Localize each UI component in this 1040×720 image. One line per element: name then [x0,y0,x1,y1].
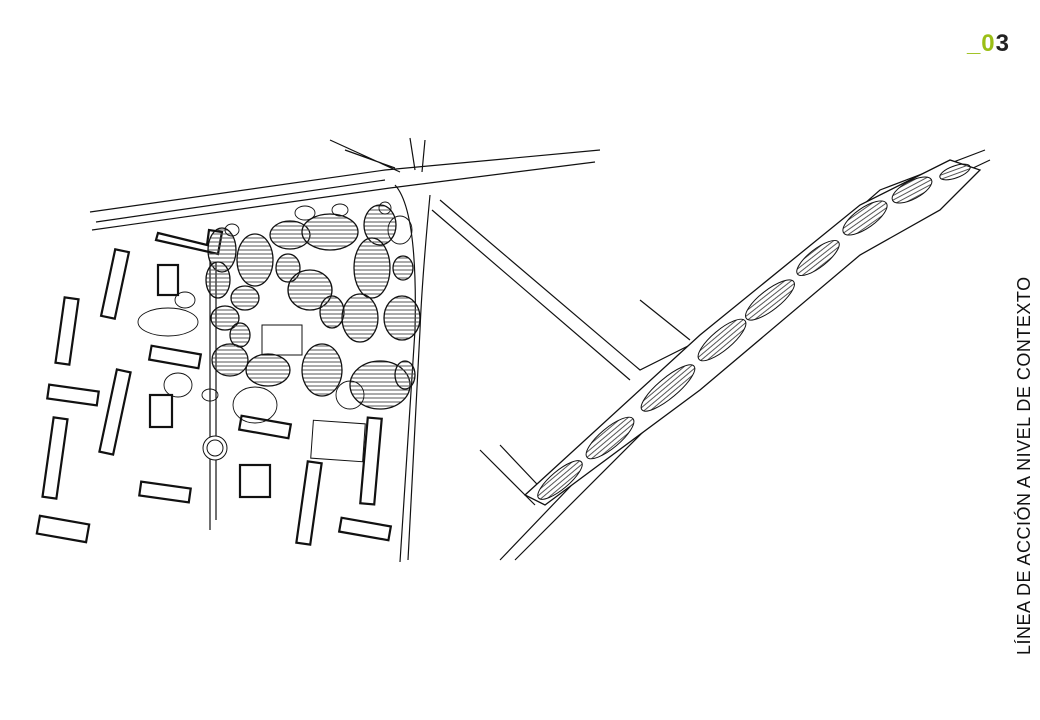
green-blob [205,261,231,299]
green-blob [211,343,249,377]
green-blob [245,353,291,387]
green-blob [301,343,343,397]
building [98,368,132,456]
park-strip-outline [523,159,982,506]
green-blob [640,364,696,412]
green-blob [537,460,583,500]
building [295,460,323,546]
park-green-blobs [537,163,971,500]
building [156,263,180,297]
building [54,296,80,366]
building [99,247,131,321]
building [41,416,69,500]
green-blob [394,360,416,390]
green-blob [230,285,260,311]
road-diagonal-se [431,199,701,381]
road-diagonal-ne [329,139,401,173]
building [337,516,393,542]
linear-park [479,149,991,561]
green-blob [383,295,421,341]
tree [163,372,193,398]
roundabout-inner [206,439,224,457]
building [147,344,203,370]
plaza [261,324,303,356]
green-blob [796,239,840,277]
building [359,416,383,506]
green-blob [939,163,971,181]
building [238,463,272,499]
plaza [310,419,366,463]
green-blob [341,293,379,343]
green-blob [745,279,795,321]
green-blob [319,295,345,329]
road-network [89,137,701,563]
green-blob [392,255,414,281]
tree [201,388,219,402]
tree [174,291,196,309]
page-number-prefix: _0 [966,30,996,57]
tree [294,205,316,221]
building [46,383,100,407]
tree [387,215,413,245]
building [148,393,174,429]
buildings [35,228,393,546]
road-diagonal-nw [409,137,426,173]
road-north-inner [95,179,386,223]
tree [137,307,199,337]
green-blob [353,237,391,299]
building [237,414,293,440]
green-blob [275,253,301,283]
green-blob [891,176,933,204]
green-blob [301,213,359,251]
road-north-edge [89,149,601,213]
page-number: _03 [967,30,1010,58]
tree-outlines [137,201,413,424]
pedestrian-path [209,260,217,530]
page-number-suffix: 3 [995,30,1010,57]
tree [335,380,365,410]
green-areas [205,204,421,410]
green-blob [229,322,251,348]
green-blob [236,233,274,287]
tree [232,386,278,424]
road-branch [639,299,691,341]
tree [378,201,392,215]
green-blob [585,416,635,460]
tree [224,223,240,237]
green-blob [842,200,888,236]
plazas [202,324,366,463]
tree [331,203,349,217]
building [35,514,91,544]
green-blob [210,305,240,331]
green-blob [697,318,747,362]
road-north-edge-2 [91,161,596,231]
building [138,480,192,504]
green-blob [287,269,333,311]
